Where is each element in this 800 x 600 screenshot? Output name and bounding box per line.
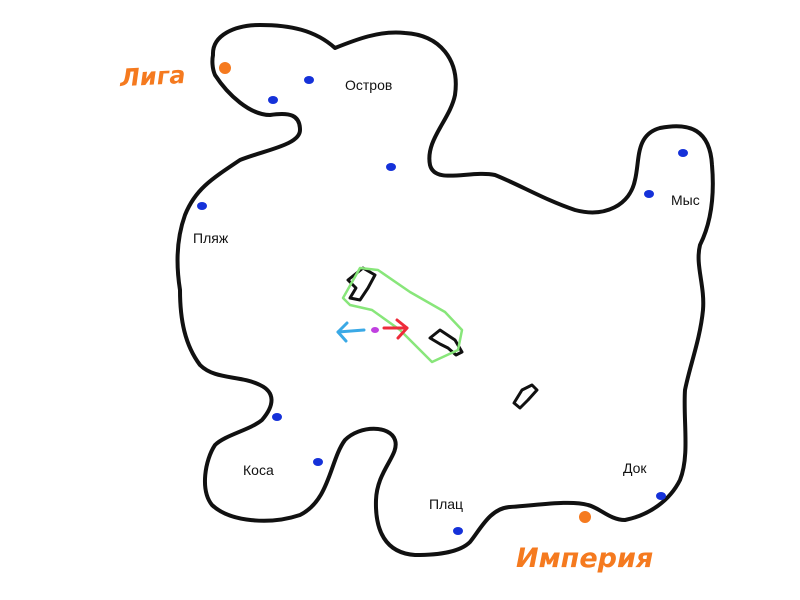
spawn-points: [197, 76, 688, 535]
location-label-island: Остров: [345, 77, 392, 93]
obstacle-south: [512, 383, 539, 410]
spawn-point-6: [644, 190, 654, 198]
obstacle-center: [428, 328, 464, 357]
spawn-point-5: [678, 149, 688, 157]
faction-base-north-west: [219, 62, 231, 74]
center-marker-dot: [371, 327, 379, 333]
location-label-beach: Пляж: [193, 230, 229, 246]
faction-label-north-west: Лига: [118, 61, 186, 92]
location-label-spit: Коса: [243, 462, 274, 478]
spawn-point-10: [656, 492, 666, 500]
spawn-point-1: [304, 76, 314, 84]
location-label-cape: Мыс: [671, 192, 700, 208]
arrow-right-icon: [382, 318, 409, 340]
spawn-point-7: [272, 413, 282, 421]
center-zone-outline: [341, 266, 464, 364]
coastline: [175, 23, 715, 557]
location-label-dock: Док: [623, 460, 647, 476]
location-label-parade: Плац: [429, 496, 463, 512]
spawn-point-8: [313, 458, 323, 466]
spawn-point-2: [268, 96, 278, 104]
spawn-point-3: [386, 163, 396, 171]
faction-base-south-east: [579, 511, 591, 523]
spawn-point-4: [197, 202, 207, 210]
arrow-left-icon: [336, 321, 366, 343]
spawn-point-9: [453, 527, 463, 535]
faction-label-south-east: Империя: [516, 543, 653, 574]
